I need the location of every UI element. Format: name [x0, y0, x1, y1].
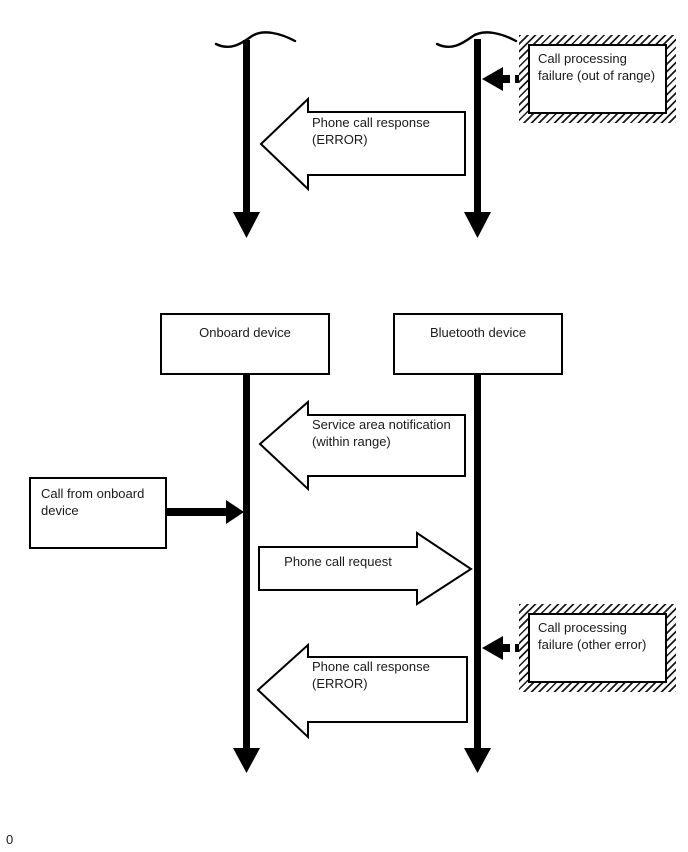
lifeline-onboard-arrowhead	[233, 748, 260, 773]
top-response-arrow-shape	[259, 96, 466, 192]
failure-note-box-inner: Call processing failure (other error)	[528, 613, 667, 683]
service-notification-label-line1: Service area notification	[312, 417, 451, 432]
onboard-device-label: Onboard device	[199, 325, 291, 340]
top-failure-note-line1: Call processing	[538, 51, 627, 66]
top-lifeline-bluetooth-break-squiggle	[435, 31, 518, 49]
top-lifeline-bluetooth-arrowhead	[464, 212, 491, 238]
service-notification-label-line2: (within range)	[312, 434, 391, 449]
response-arrow-shape	[256, 642, 468, 740]
bluetooth-device-label: Bluetooth device	[429, 325, 527, 340]
top-response-arrow-label-line1: Phone call response	[312, 115, 430, 130]
top-response-arrow-label: Phone call response (ERROR)	[312, 114, 430, 148]
onboard-device-box: Onboard device	[160, 313, 330, 375]
top-failure-note-box: Call processing failure (out of range)	[519, 35, 676, 123]
top-response-arrow-label-line2: (ERROR)	[312, 132, 368, 147]
call-from-onboard-line2: device	[41, 503, 79, 518]
service-notification-arrow-label: Service area notification (within range)	[312, 416, 451, 450]
call-from-onboard-line1: Call from onboard	[41, 486, 145, 501]
top-failure-dashed-arrowhead	[482, 67, 503, 91]
response-arrow-label-line2: (ERROR)	[312, 676, 368, 691]
top-sequence-graphics	[214, 31, 521, 238]
bottom-sequence-graphics	[167, 374, 521, 773]
lifeline-bluetooth-arrowhead	[464, 748, 491, 773]
call-from-onboard-arrowhead	[226, 500, 244, 524]
top-lifeline-onboard-break-squiggle	[214, 31, 297, 49]
bluetooth-device-box: Bluetooth device	[393, 313, 563, 375]
page-number: 0	[6, 832, 14, 847]
top-failure-note-box-inner: Call processing failure (out of range)	[528, 44, 667, 114]
request-arrow-label: Phone call request	[284, 554, 392, 569]
top-failure-note-line2: failure (out of range)	[538, 68, 656, 83]
failure-note-line1: Call processing	[538, 620, 627, 635]
top-lifeline-onboard-arrowhead	[233, 212, 260, 238]
failure-note-box: Call processing failure (other error)	[519, 604, 676, 692]
service-notification-arrow-shape	[258, 399, 466, 492]
failure-note-line2: failure (other error)	[538, 637, 647, 652]
response-arrow-label-line1: Phone call response	[312, 659, 430, 674]
failure-dashed-arrowhead	[482, 636, 503, 660]
call-from-onboard-box: Call from onboard device	[29, 477, 167, 549]
response-arrow-label: Phone call response (ERROR)	[312, 658, 430, 692]
request-arrow-shape	[258, 531, 473, 606]
